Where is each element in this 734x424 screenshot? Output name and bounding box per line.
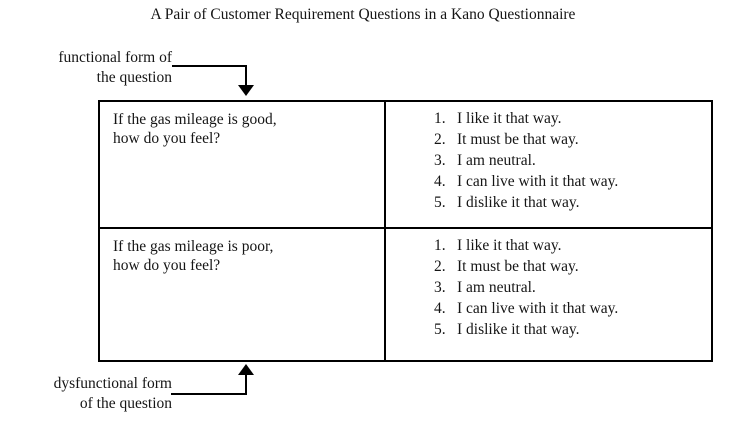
list-item[interactable]: 3. I am neutral. <box>386 150 711 171</box>
answer-text: I am neutral. <box>457 152 536 169</box>
answer-list-functional: 1. I like it that way. 2. It must be tha… <box>386 108 711 213</box>
answer-text: I am neutral. <box>457 279 536 296</box>
answer-number: 5. <box>434 321 446 338</box>
functional-leader-vertical <box>245 65 247 87</box>
question-text: If the gas mileage is poor, how do you f… <box>113 238 274 274</box>
functional-leader-horizontal <box>172 65 247 67</box>
answer-text: I like it that way. <box>457 237 562 254</box>
list-item[interactable]: 3. I am neutral. <box>386 277 711 298</box>
dysfunctional-leader-vertical <box>245 374 247 395</box>
answer-number: 2. <box>434 258 446 275</box>
list-item[interactable]: 1. I like it that way. <box>386 235 711 256</box>
list-item[interactable]: 2. It must be that way. <box>386 256 711 277</box>
functional-form-label: functional form of the question <box>6 48 172 88</box>
list-item[interactable]: 4. I can live with it that way. <box>386 298 711 319</box>
arrow-down-icon <box>238 85 254 96</box>
functional-form-label-line1: functional form of <box>58 49 172 66</box>
answer-text: I can live with it that way. <box>457 173 619 190</box>
answer-number: 3. <box>434 152 446 169</box>
answer-text: It must be that way. <box>457 258 579 275</box>
question-cell-dysfunctional: If the gas mileage is poor, how do you f… <box>100 229 386 360</box>
dysfunctional-form-label-line2: of the question <box>79 395 172 412</box>
table-row: If the gas mileage is good, how do you f… <box>100 102 711 229</box>
question-cell-functional: If the gas mileage is good, how do you f… <box>100 102 386 227</box>
answer-list-dysfunctional: 1. I like it that way. 2. It must be tha… <box>386 235 711 340</box>
dysfunctional-leader-horizontal <box>171 393 247 395</box>
question-text: If the gas mileage is good, how do you f… <box>113 111 277 147</box>
answer-number: 1. <box>434 110 446 127</box>
kano-questionnaire-table: If the gas mileage is good, how do you f… <box>98 100 713 362</box>
answer-text: I like it that way. <box>457 110 562 127</box>
answer-number: 2. <box>434 131 446 148</box>
answers-cell-functional: 1. I like it that way. 2. It must be tha… <box>386 102 711 227</box>
dysfunctional-form-label: dysfunctional form of the question <box>4 374 172 414</box>
answer-number: 5. <box>434 194 446 211</box>
answer-number: 1. <box>434 237 446 254</box>
table-row: If the gas mileage is poor, how do you f… <box>100 229 711 360</box>
answer-text: It must be that way. <box>457 131 579 148</box>
answer-text: I can live with it that way. <box>457 300 619 317</box>
list-item[interactable]: 1. I like it that way. <box>386 108 711 129</box>
answers-cell-dysfunctional: 1. I like it that way. 2. It must be tha… <box>386 229 711 360</box>
answer-text: I dislike it that way. <box>457 321 580 338</box>
answer-number: 4. <box>434 300 446 317</box>
arrow-up-icon <box>238 364 254 375</box>
answer-text: I dislike it that way. <box>457 194 580 211</box>
dysfunctional-form-label-line1: dysfunctional form <box>53 375 172 392</box>
figure-title: A Pair of Customer Requirement Questions… <box>150 6 576 23</box>
list-item[interactable]: 5. I dislike it that way. <box>386 192 711 213</box>
list-item[interactable]: 5. I dislike it that way. <box>386 319 711 340</box>
functional-form-label-line2: the question <box>96 69 172 86</box>
list-item[interactable]: 2. It must be that way. <box>386 129 711 150</box>
list-item[interactable]: 4. I can live with it that way. <box>386 171 711 192</box>
answer-number: 4. <box>434 173 446 190</box>
answer-number: 3. <box>434 279 446 296</box>
